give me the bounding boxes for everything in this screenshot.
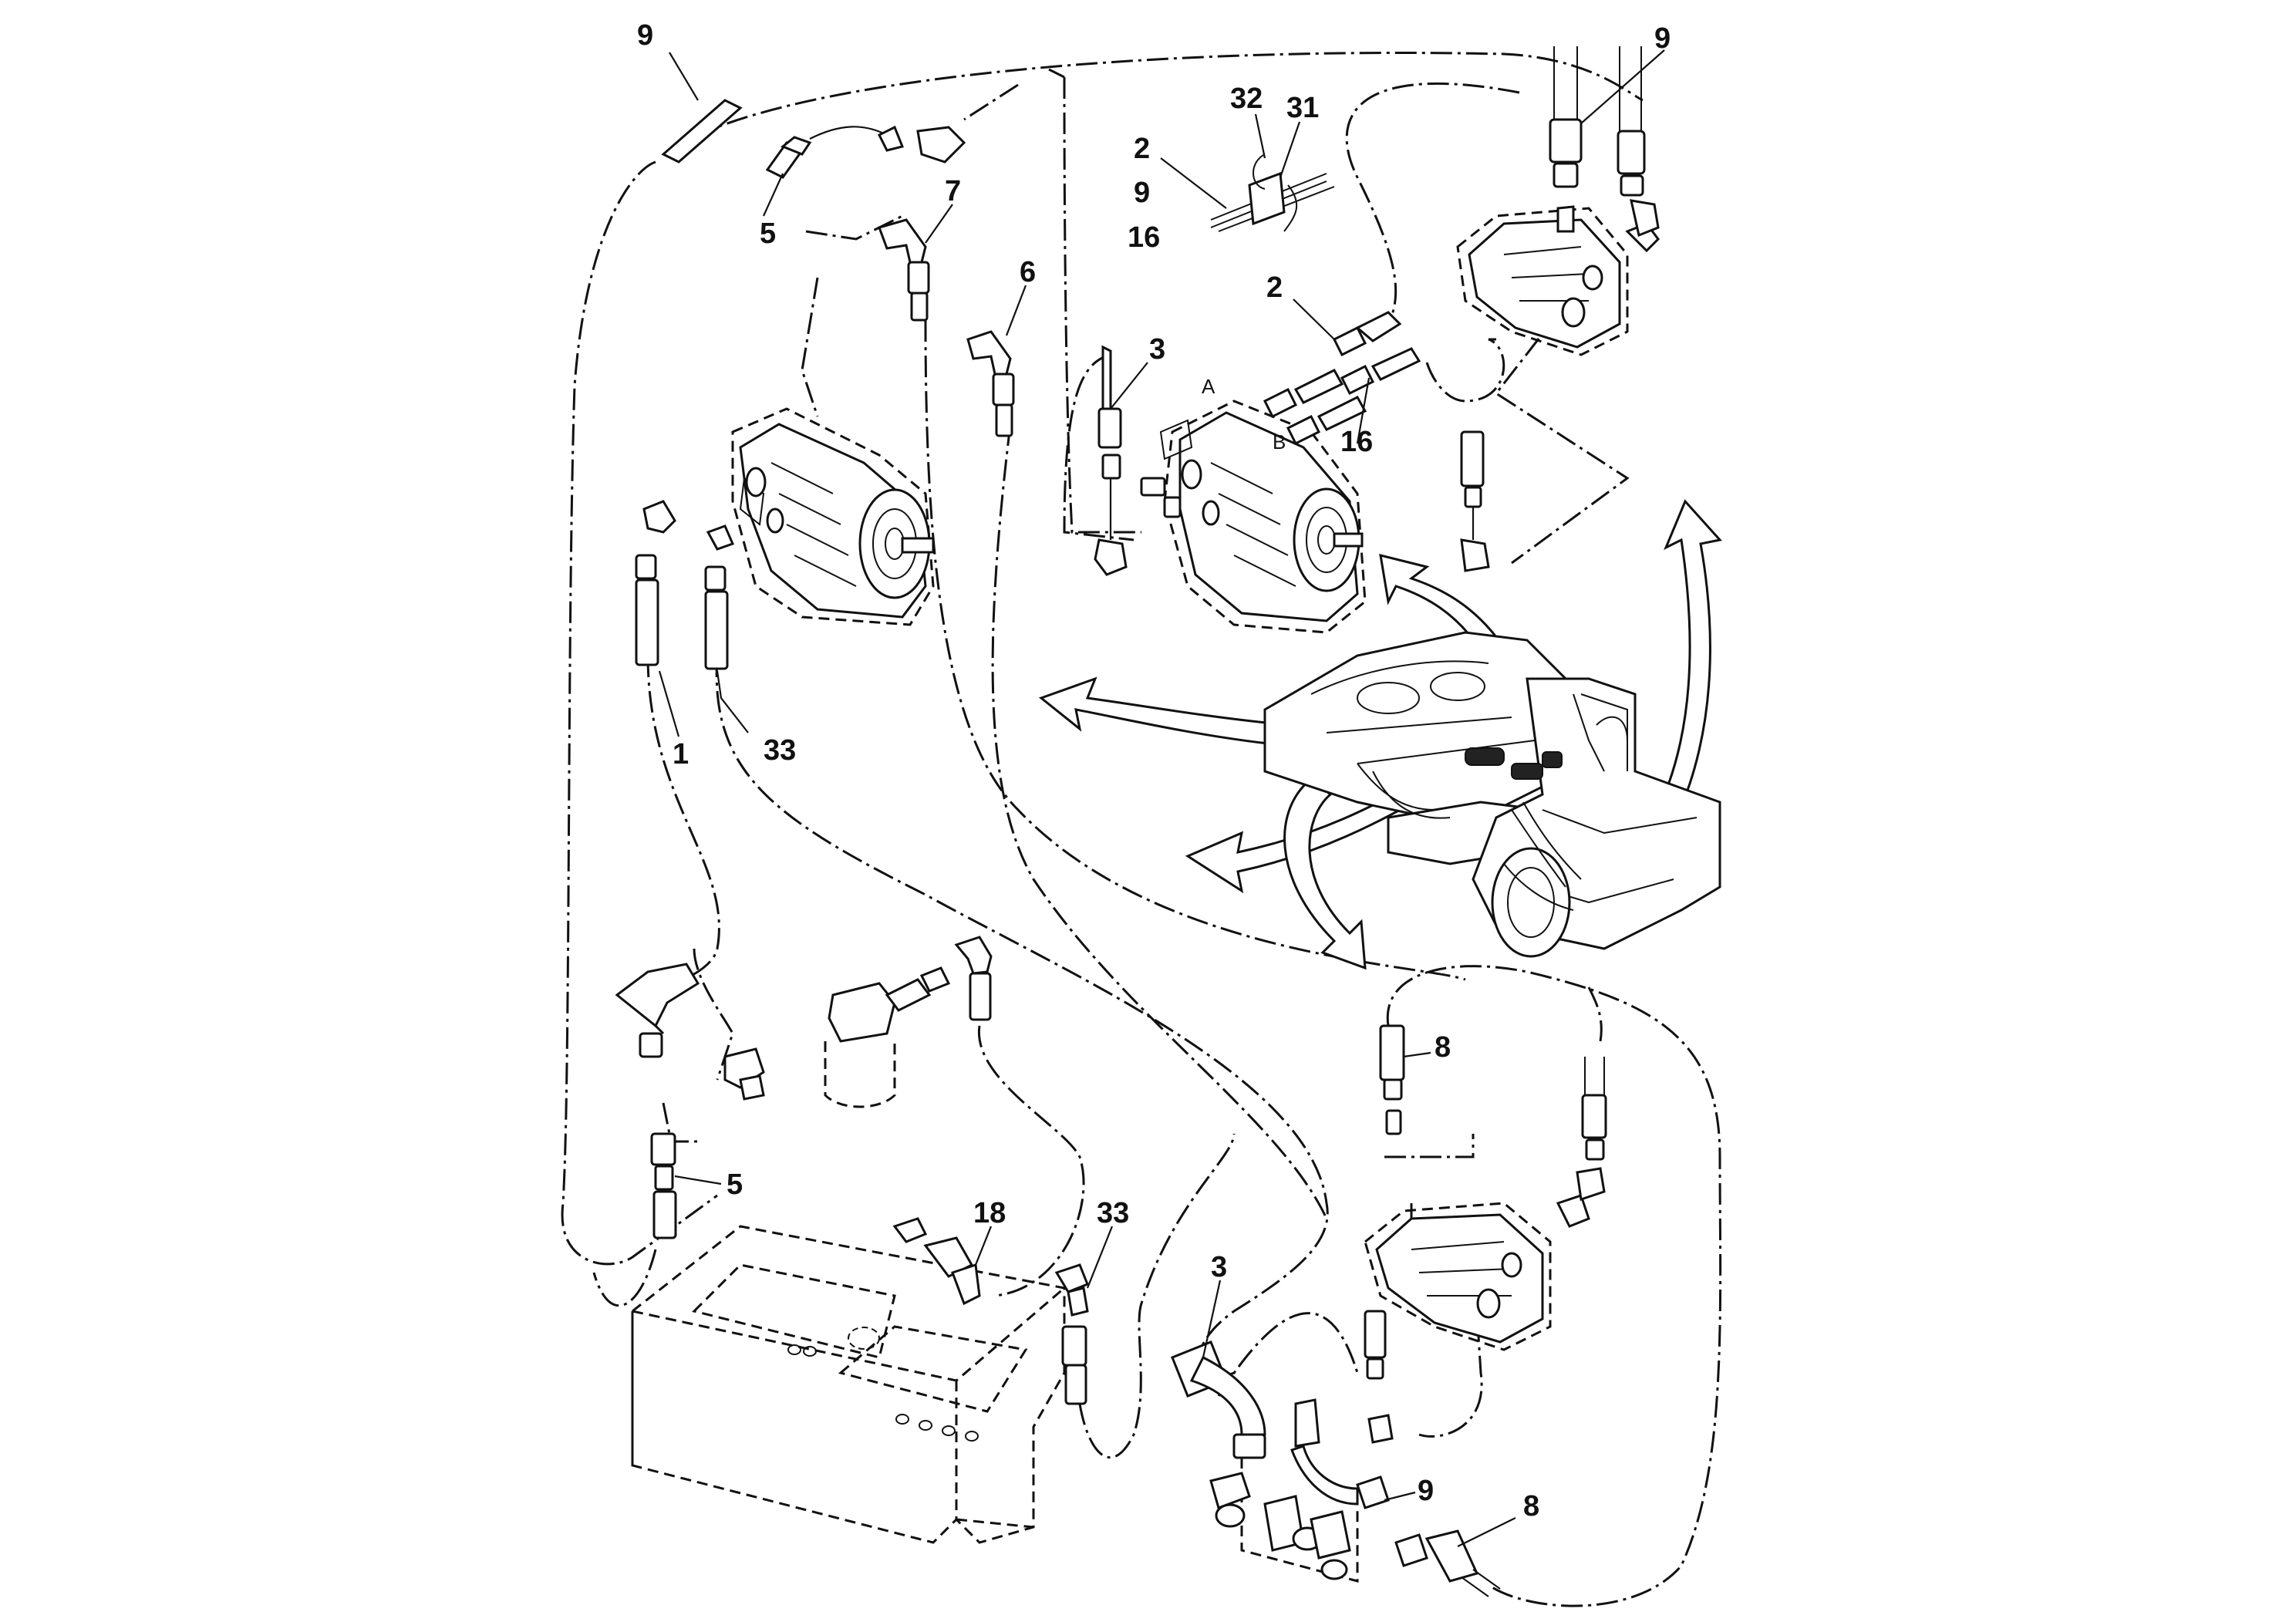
callout-6: 6 bbox=[1020, 256, 1036, 288]
port-label-a: A bbox=[1202, 375, 1215, 398]
callout-labels: 9 5 7 6 1 33 32 31 2 9 16 2 3 16 9 8 5 1… bbox=[637, 19, 1671, 1523]
callout-3-lower: 3 bbox=[1211, 1251, 1227, 1283]
callout-32: 32 bbox=[1230, 83, 1263, 115]
hose-6-down bbox=[991, 423, 1328, 1219]
callout-16-top: 16 bbox=[1128, 221, 1160, 254]
top-right-pump bbox=[1456, 205, 1660, 356]
hose-8-right bbox=[1587, 986, 1603, 1042]
drum-roller bbox=[1491, 847, 1571, 958]
lower-right-pump-hoses bbox=[1364, 1024, 1607, 1444]
hose-bottom-left-loop bbox=[592, 1249, 657, 1307]
chassis-hoses bbox=[1357, 763, 1582, 911]
hose-8-loop bbox=[1386, 965, 1722, 1607]
port-connectors bbox=[1263, 311, 1421, 446]
port-label-b: B bbox=[1273, 430, 1286, 454]
callout-2-top: 2 bbox=[1134, 133, 1150, 165]
hose-filter-bottom bbox=[978, 1025, 1085, 1297]
elbow-fittings-7-6 bbox=[878, 218, 1015, 437]
callout-5-top: 5 bbox=[760, 218, 776, 250]
callout-5-lower: 5 bbox=[727, 1168, 743, 1201]
center-hydraulic-motor bbox=[1159, 400, 1367, 634]
callout-9-top-right: 9 bbox=[1654, 22, 1671, 55]
bottom-valve-assembly bbox=[1171, 1340, 1501, 1597]
hose-top-left-A bbox=[801, 277, 819, 417]
callout-1: 1 bbox=[673, 738, 689, 771]
callout-8-upper: 8 bbox=[1435, 1031, 1451, 1064]
callout-33-lower: 33 bbox=[1097, 1197, 1129, 1229]
left-hydraulic-pump bbox=[731, 407, 935, 626]
callout-9-top-center: 9 bbox=[1134, 177, 1150, 209]
hose-right-pump-return bbox=[1494, 307, 1630, 565]
hose-outer-loop bbox=[561, 160, 718, 1266]
callout-9-lower: 9 bbox=[1418, 1475, 1434, 1507]
hose-routes bbox=[561, 52, 1722, 1607]
callout-16-center: 16 bbox=[1340, 426, 1373, 458]
right-center-fittings bbox=[1460, 430, 1490, 572]
hose-right-loop bbox=[1345, 82, 1520, 325]
lower-right-pump bbox=[1364, 1194, 1590, 1351]
callout-33-left: 33 bbox=[764, 734, 796, 767]
machine-chassis bbox=[1263, 631, 1721, 958]
tube-clamp-assembly bbox=[1210, 153, 1335, 232]
seat-frame bbox=[1573, 693, 1628, 772]
hose-upper-dash-right bbox=[1048, 68, 1065, 79]
hose-top-loop bbox=[663, 52, 1644, 156]
left-pump-fittings bbox=[635, 500, 735, 670]
callout-18: 18 bbox=[973, 1197, 1006, 1229]
arrow-to-lower-pump bbox=[1283, 777, 1367, 970]
hose-33-long bbox=[715, 655, 1329, 1378]
hose-pump-right-dash bbox=[1425, 338, 1505, 403]
callout-2-center: 2 bbox=[1266, 271, 1283, 304]
callout-8-lower: 8 bbox=[1523, 1490, 1539, 1523]
filter-assembly bbox=[615, 936, 993, 1108]
callout-31: 31 bbox=[1286, 92, 1319, 124]
leader-lines bbox=[658, 49, 1665, 1547]
center-hose-3 bbox=[1094, 345, 1182, 576]
lower-left-hose-5 bbox=[650, 1132, 677, 1239]
top-right-hoses bbox=[1549, 46, 1660, 238]
callout-7: 7 bbox=[945, 175, 961, 207]
hose-top-left-to-pump bbox=[963, 76, 1141, 534]
chassis-pump-dark bbox=[1465, 747, 1505, 766]
tank-fittings bbox=[892, 1217, 1089, 1405]
hydraulic-tank bbox=[631, 1225, 1066, 1544]
callout-3-top: 3 bbox=[1149, 333, 1165, 366]
hose-valve-lines bbox=[1217, 1312, 1359, 1397]
hose-pump-left-box bbox=[805, 214, 903, 241]
hose-pump-motor-box bbox=[1063, 353, 1135, 541]
callout-9-top-left: 9 bbox=[637, 19, 653, 52]
top-left-hoses bbox=[661, 99, 966, 179]
hose-tank-right bbox=[1078, 1133, 1236, 1459]
